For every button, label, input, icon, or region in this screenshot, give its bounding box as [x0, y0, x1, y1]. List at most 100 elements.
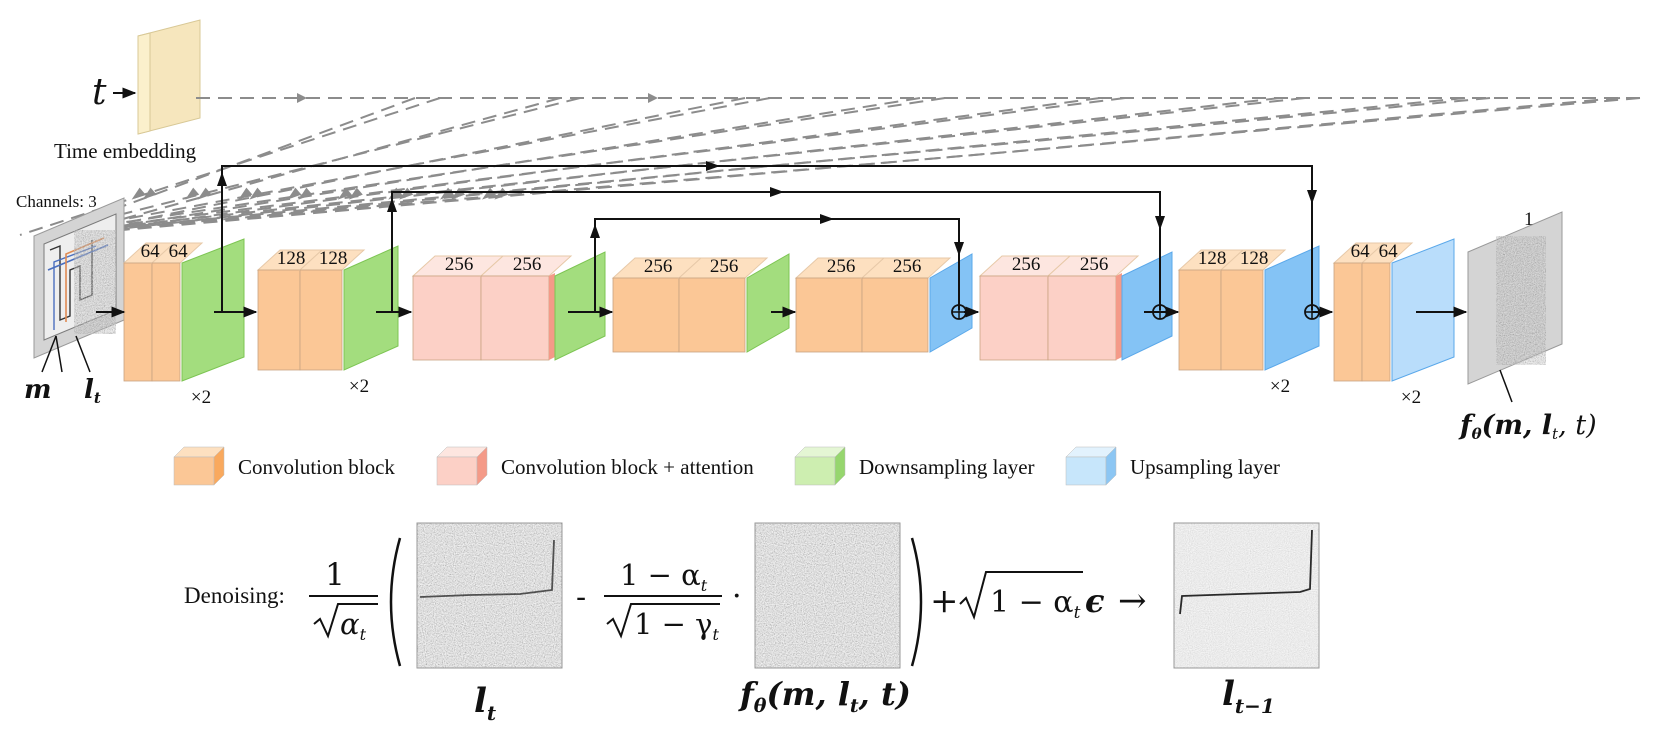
input-latent-panel — [73, 228, 117, 336]
result-arrow: → — [1118, 581, 1147, 621]
convolution-block — [1220, 269, 1264, 371]
convolution-block — [257, 269, 301, 371]
dashed-diagonal-line — [64, 97, 561, 236]
channel-count-label: 128 — [319, 248, 348, 269]
output-latent-panel — [1495, 234, 1547, 367]
dashed-diagonal-line — [64, 97, 921, 236]
predicted-noise-image — [755, 523, 900, 668]
time-input-symbol: t — [92, 72, 107, 113]
multiply-dot: · — [732, 579, 742, 614]
convolution-block — [678, 277, 746, 353]
attention-block — [1047, 275, 1117, 361]
convolution-block — [1178, 269, 1222, 371]
legend-swatch — [173, 456, 215, 486]
stage-7: 128 128 ×2 — [1177, 245, 1320, 397]
channel-count-label: 256 — [710, 256, 739, 277]
stage-4: 256 256 — [611, 253, 790, 353]
time-embedding-dashed-lines — [19, 93, 1646, 236]
close-paren — [910, 537, 923, 667]
input-map-symbol: m — [24, 375, 52, 405]
dashed-diagonal-line — [39, 97, 1126, 236]
channel-count-label: 128 — [1240, 248, 1269, 269]
denoised-label: lt−1 — [1222, 674, 1275, 718]
time-embedding: t Time embedding — [54, 19, 201, 163]
predicted-noise-label: fθ(m, lt, t) — [738, 675, 911, 717]
legend-swatch — [436, 456, 478, 486]
plus-sign: + — [930, 581, 959, 621]
output-symbol: fθ(m, lt, t) — [1458, 410, 1597, 443]
convolution-block — [1361, 262, 1391, 382]
stage-1: 64 64 ×2 — [122, 238, 245, 408]
coef-denominator: αt — [340, 607, 367, 644]
latent-noisy-label: lt — [474, 681, 497, 725]
channel-count-label: 64 — [169, 241, 189, 262]
convolution-block — [123, 262, 153, 382]
input-image: Channels: 3 m lt — [16, 192, 125, 407]
channel-count-label: 64 — [1379, 241, 1399, 262]
plus-root-term: 1 − αt — [990, 585, 1081, 623]
input-latent-symbol: lt — [84, 375, 101, 407]
dashed-diagonal-line — [39, 97, 581, 236]
latent-noisy-trace — [419, 539, 555, 598]
frac2-denominator: 1 − γt — [634, 607, 720, 644]
output-image: 1 fθ(m, lt, t) — [1458, 209, 1597, 443]
channel-count-label: 256 — [893, 256, 922, 277]
coef-sqrt-sign — [313, 603, 378, 639]
downsampling-layer — [746, 253, 790, 353]
channel-count-label: 128 — [277, 248, 306, 269]
stage-8: 64 64 ×2 — [1332, 238, 1455, 408]
skip-connection-arrowheads — [217, 161, 1317, 256]
skip-connection-64 — [221, 165, 1313, 312]
channel-count-label: 64 — [141, 241, 161, 262]
channel-count-label: 256 — [513, 254, 542, 275]
dashed-diagonal-line — [39, 97, 771, 236]
channel-count-label: 64 — [1351, 241, 1371, 262]
output-channels-label: 1 — [1524, 209, 1534, 230]
convolution-block — [299, 269, 343, 371]
downsampling-layer — [343, 245, 399, 371]
channel-count-label: 256 — [827, 256, 856, 277]
plus-sqrt-sign — [959, 571, 1083, 621]
legend-label: Downsampling layer — [859, 455, 1035, 479]
frac2-numerator: 1 − αt — [620, 558, 708, 595]
time-embedding-block-front — [137, 32, 151, 135]
skip-connection-256 — [594, 218, 960, 312]
repeat-label: ×2 — [1270, 376, 1290, 397]
upsampling-layer — [1391, 238, 1455, 382]
convolution-block — [795, 277, 863, 353]
dashed-diagonal-line — [64, 97, 1101, 236]
legend-label: Convolution block — [238, 455, 395, 479]
epsilon-symbol: ϵ — [1085, 582, 1104, 620]
convolution-block — [861, 277, 929, 353]
frac2-sqrt-sign — [606, 603, 720, 639]
convolution-block — [612, 277, 680, 353]
legend-item: Convolution block — [173, 446, 395, 486]
convolution-block — [1333, 262, 1363, 382]
attention-block — [979, 275, 1049, 361]
repeat-label: ×2 — [1401, 387, 1421, 408]
legend-item: Downsampling layer — [794, 446, 1035, 486]
dashed-diagonal-line — [64, 97, 746, 236]
downsampling-layer — [181, 238, 245, 382]
denoising-equation: Denoising: 1 αt lt - 1 − αt 1 − γt · fθ(… — [184, 522, 1320, 725]
downsampling-layer — [554, 251, 606, 361]
channel-count-label: 128 — [1198, 248, 1227, 269]
legend: Convolution block Convolution block + att… — [173, 446, 1280, 486]
legend-item: Upsampling layer — [1065, 446, 1280, 486]
attention-block — [480, 275, 550, 361]
repeat-label: ×2 — [349, 376, 369, 397]
stage-5: 256 256 — [794, 253, 973, 353]
channel-count-label: 256 — [644, 256, 673, 277]
stage-2: 128 128 ×2 — [256, 245, 399, 397]
minus-sign: - — [576, 580, 586, 615]
channel-count-label: 256 — [1080, 254, 1109, 275]
open-paren — [389, 537, 402, 667]
convolution-block — [151, 262, 181, 382]
repeat-label: ×2 — [191, 387, 211, 408]
legend-item: Convolution block + attention — [436, 446, 754, 486]
legend-label: Convolution block + attention — [501, 455, 754, 479]
attention-block — [412, 275, 482, 361]
